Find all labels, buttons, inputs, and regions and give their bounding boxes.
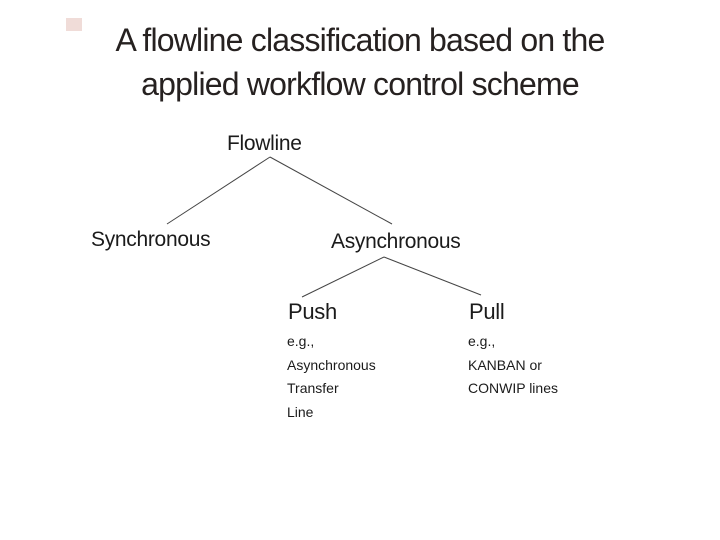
push-example-text: e.g., Asynchronous Transfer Line [287, 333, 376, 420]
slide-title-line1: A flowline classification based on the [115, 22, 605, 58]
slide-title-line2: applied workflow control scheme [141, 66, 579, 102]
tree-node-pull: Pull [469, 299, 505, 324]
connector-asynchronous-to-pull [383, 256, 482, 296]
pull-example-text: e.g., KANBAN or CONWIP lines [468, 333, 558, 396]
connector-flowline-to-asynchronous [269, 156, 393, 225]
connector-asynchronous-to-push [301, 256, 385, 298]
connector-flowline-to-synchronous [166, 156, 271, 225]
tree-node-synchronous: Synchronous [91, 228, 211, 251]
slide-title: A flowline classification based on the a… [0, 18, 720, 106]
tree-node-flowline: Flowline [227, 132, 302, 155]
corner-accent-mark [66, 18, 82, 31]
tree-node-asynchronous: Asynchronous [331, 230, 461, 253]
tree-node-push: Push [288, 299, 337, 324]
